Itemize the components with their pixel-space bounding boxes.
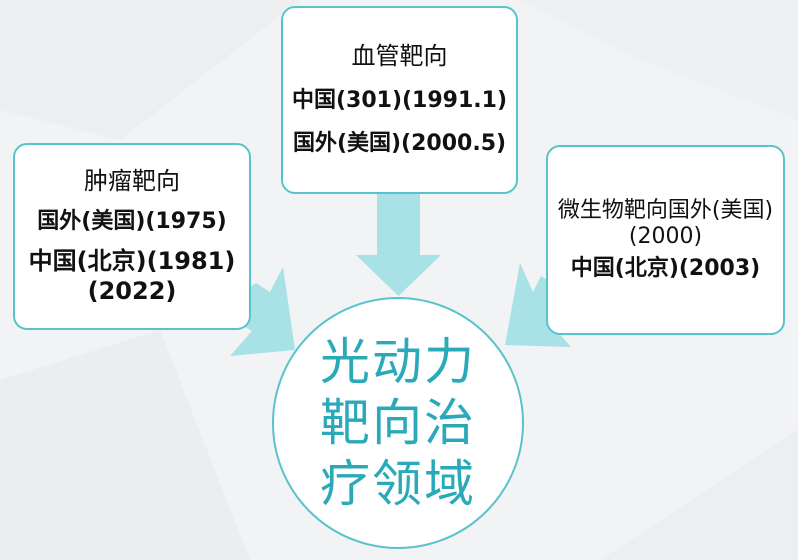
microbial-targeting-title: 微生物靶向国外(美国)(2000): [557, 197, 774, 250]
center-circle: 光动力靶向治疗领域: [272, 297, 524, 549]
tumor-targeting-title: 肿瘤靶向: [84, 167, 180, 196]
arrow-down: [356, 193, 441, 296]
center-title: 光动力靶向治疗领域: [320, 332, 476, 513]
tumor-targeting-china: 中国(北京)(1981)(2022): [28, 246, 236, 305]
vascular-targeting-foreign: 国外(美国)(2000.5): [292, 131, 507, 157]
vascular-targeting-title: 血管靶向: [351, 42, 448, 71]
tumor-targeting-foreign: 国外(美国)(1975): [37, 209, 227, 235]
vascular-targeting-box: 血管靶向 中国(301)(1991.1) 国外(美国)(2000.5): [281, 6, 518, 194]
tumor-targeting-box: 肿瘤靶向 国外(美国)(1975) 中国(北京)(1981)(2022): [13, 143, 251, 330]
microbial-targeting-box: 微生物靶向国外(美国)(2000) 中国(北京)(2003): [546, 145, 785, 335]
arrow-left-diagonal: [226, 267, 295, 356]
microbial-targeting-china: 中国(北京)(2003): [570, 255, 761, 281]
vascular-targeting-china: 中国(301)(1991.1): [291, 87, 508, 113]
